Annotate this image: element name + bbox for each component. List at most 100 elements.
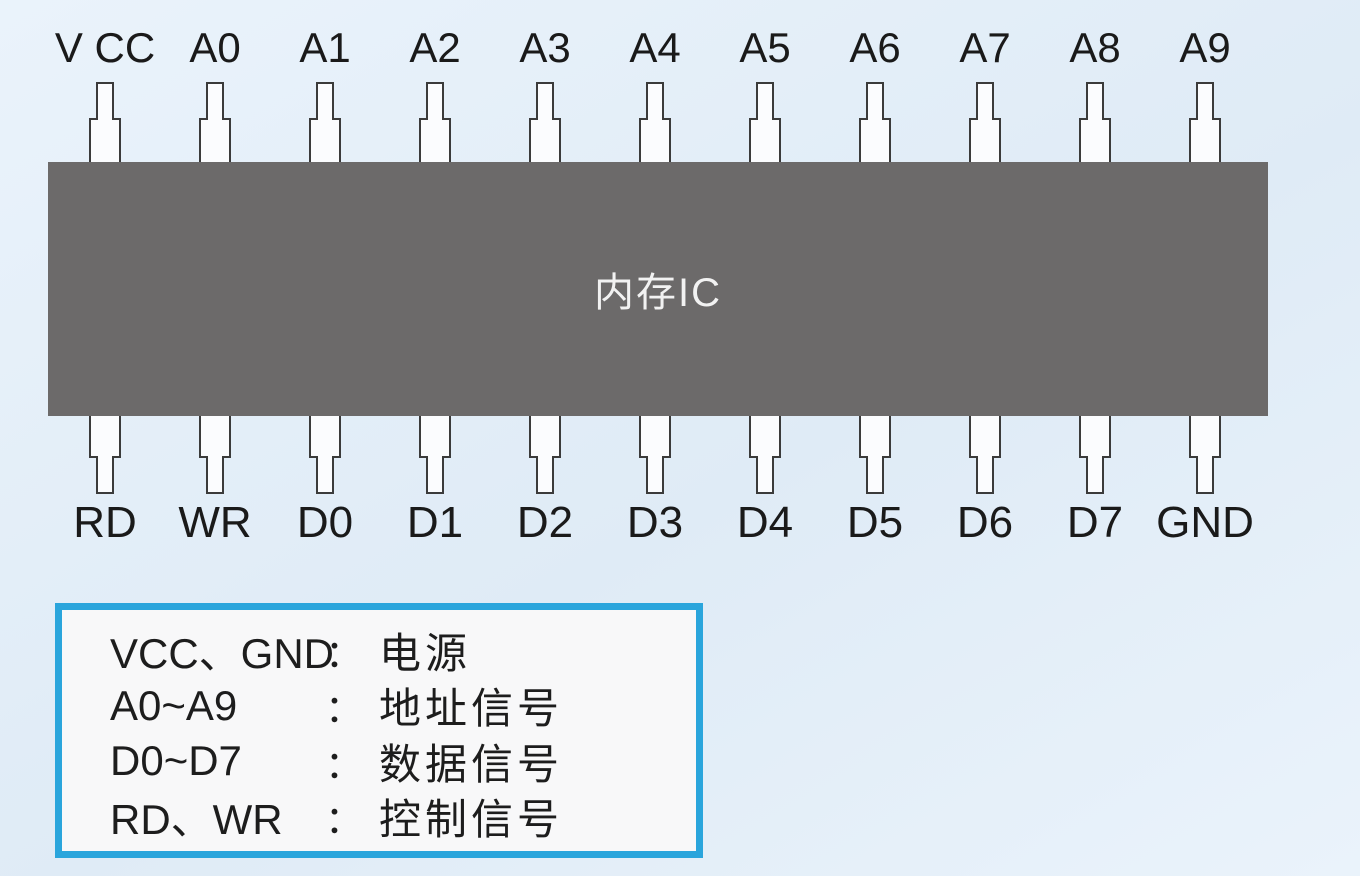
pin-label-bottom-D5: D5 <box>846 498 904 547</box>
pin-bottom-GND <box>1189 416 1221 496</box>
pin-top-A1 <box>309 82 341 162</box>
pin-label-bottom-D7: D7 <box>1066 498 1124 547</box>
pin-top-A0 <box>199 82 231 162</box>
pin-stem <box>1086 456 1104 494</box>
pin-label-bottom-D3: D3 <box>626 498 684 547</box>
pin-top-A9 <box>1189 82 1221 162</box>
legend-description: 数据信号 <box>379 740 564 788</box>
pin-stem <box>96 82 114 120</box>
legend-term: D0~D7 <box>110 737 242 785</box>
pin-stem <box>976 82 994 120</box>
pin-label-top-A4: A4 <box>629 24 681 71</box>
pin-bottom-D3 <box>639 416 671 496</box>
pin-label-bottom-D4: D4 <box>736 498 794 547</box>
pin-label-top-A5: A5 <box>739 24 791 71</box>
pin-base <box>199 118 231 162</box>
pin-label-top-A9: A9 <box>1179 24 1231 71</box>
pin-stem <box>756 82 774 120</box>
pin-label-top-A3: A3 <box>519 24 571 71</box>
pin-base <box>969 118 1001 162</box>
pin-label-top-A8: A8 <box>1069 24 1121 71</box>
legend-colon: ： <box>325 633 364 676</box>
pin-top-A4 <box>639 82 671 162</box>
legend-row-RD、WR: RD、WR ： 控制信号 <box>110 795 686 843</box>
legend-description: 地址信号 <box>379 685 564 733</box>
pin-bottom-D5 <box>859 416 891 496</box>
pin-bottom-D2 <box>529 416 561 496</box>
pin-label-bottom-WR: WR <box>178 498 252 547</box>
pin-stem <box>426 82 444 120</box>
pin-base <box>749 416 781 458</box>
pin-base <box>529 416 561 458</box>
pin-stem <box>536 456 554 494</box>
pin-base <box>639 416 671 458</box>
legend-colon: ： <box>325 744 364 787</box>
pin-base <box>89 118 121 162</box>
legend-row-VCC、GND: VCC、GND： 电源 <box>110 628 686 677</box>
pin-label-bottom-D1: D1 <box>406 498 464 547</box>
legend-colon: ： <box>325 800 364 843</box>
memory-ic-chip: 内存IC <box>48 162 1268 416</box>
pin-bottom-RD <box>89 416 121 496</box>
pin-base <box>1079 118 1111 162</box>
pin-stem <box>756 456 774 494</box>
pin-top-VCC <box>89 82 121 162</box>
pin-base <box>199 416 231 458</box>
pin-bottom-D6 <box>969 416 1001 496</box>
pin-base <box>419 118 451 162</box>
pin-stem <box>316 82 334 120</box>
pin-label-bottom-GND: GND <box>1156 498 1254 547</box>
pin-stem <box>866 456 884 494</box>
pin-bottom-D0 <box>309 416 341 496</box>
pin-base <box>309 118 341 162</box>
pin-base <box>859 118 891 162</box>
pin-base <box>1189 118 1221 162</box>
pin-top-A7 <box>969 82 1001 162</box>
pin-bottom-WR <box>199 416 231 496</box>
pin-stem <box>96 456 114 494</box>
legend-term: A0~A9 <box>110 681 238 729</box>
pin-top-A6 <box>859 82 891 162</box>
legend-term: RD、WR <box>110 796 283 844</box>
pin-top-A5 <box>749 82 781 162</box>
pin-stem <box>206 456 224 494</box>
pin-base <box>1189 416 1221 458</box>
pin-top-A8 <box>1079 82 1111 162</box>
pin-label-bottom-D0: D0 <box>296 498 354 547</box>
pin-stem <box>426 456 444 494</box>
legend-row-A0~A9: A0~A9 ： 地址信号 <box>110 681 686 733</box>
pin-label-top-VCC: V CC <box>54 24 156 71</box>
chip-label: 内存IC <box>594 271 722 315</box>
pin-label-top-A0: A0 <box>189 24 241 71</box>
pin-label-bottom-D6: D6 <box>956 498 1014 547</box>
pin-base <box>859 416 891 458</box>
pin-stem <box>316 456 334 494</box>
pin-label-top-A7: A7 <box>959 24 1011 71</box>
legend-colon: ： <box>325 689 364 732</box>
pin-stem <box>646 82 664 120</box>
pin-label-bottom-D2: D2 <box>516 498 574 547</box>
legend-term: VCC、GND <box>110 629 335 677</box>
pin-bottom-D1 <box>419 416 451 496</box>
pin-base <box>89 416 121 458</box>
pin-stem <box>976 456 994 494</box>
pin-base <box>749 118 781 162</box>
pin-base <box>309 416 341 458</box>
pin-stem <box>646 456 664 494</box>
pin-base <box>419 416 451 458</box>
pin-label-top-A2: A2 <box>409 24 461 71</box>
pin-stem <box>866 82 884 120</box>
pin-label-bottom-RD: RD <box>73 498 137 547</box>
pin-base <box>529 118 561 162</box>
pin-label-top-A6: A6 <box>849 24 901 71</box>
pin-stem <box>1196 82 1214 120</box>
pin-stem <box>1086 82 1104 120</box>
pin-stem <box>1196 456 1214 494</box>
legend-description: 控制信号 <box>379 796 564 844</box>
pin-bottom-D7 <box>1079 416 1111 496</box>
pin-stem <box>536 82 554 120</box>
pin-bottom-D4 <box>749 416 781 496</box>
legend-description: 电源 <box>379 629 472 677</box>
